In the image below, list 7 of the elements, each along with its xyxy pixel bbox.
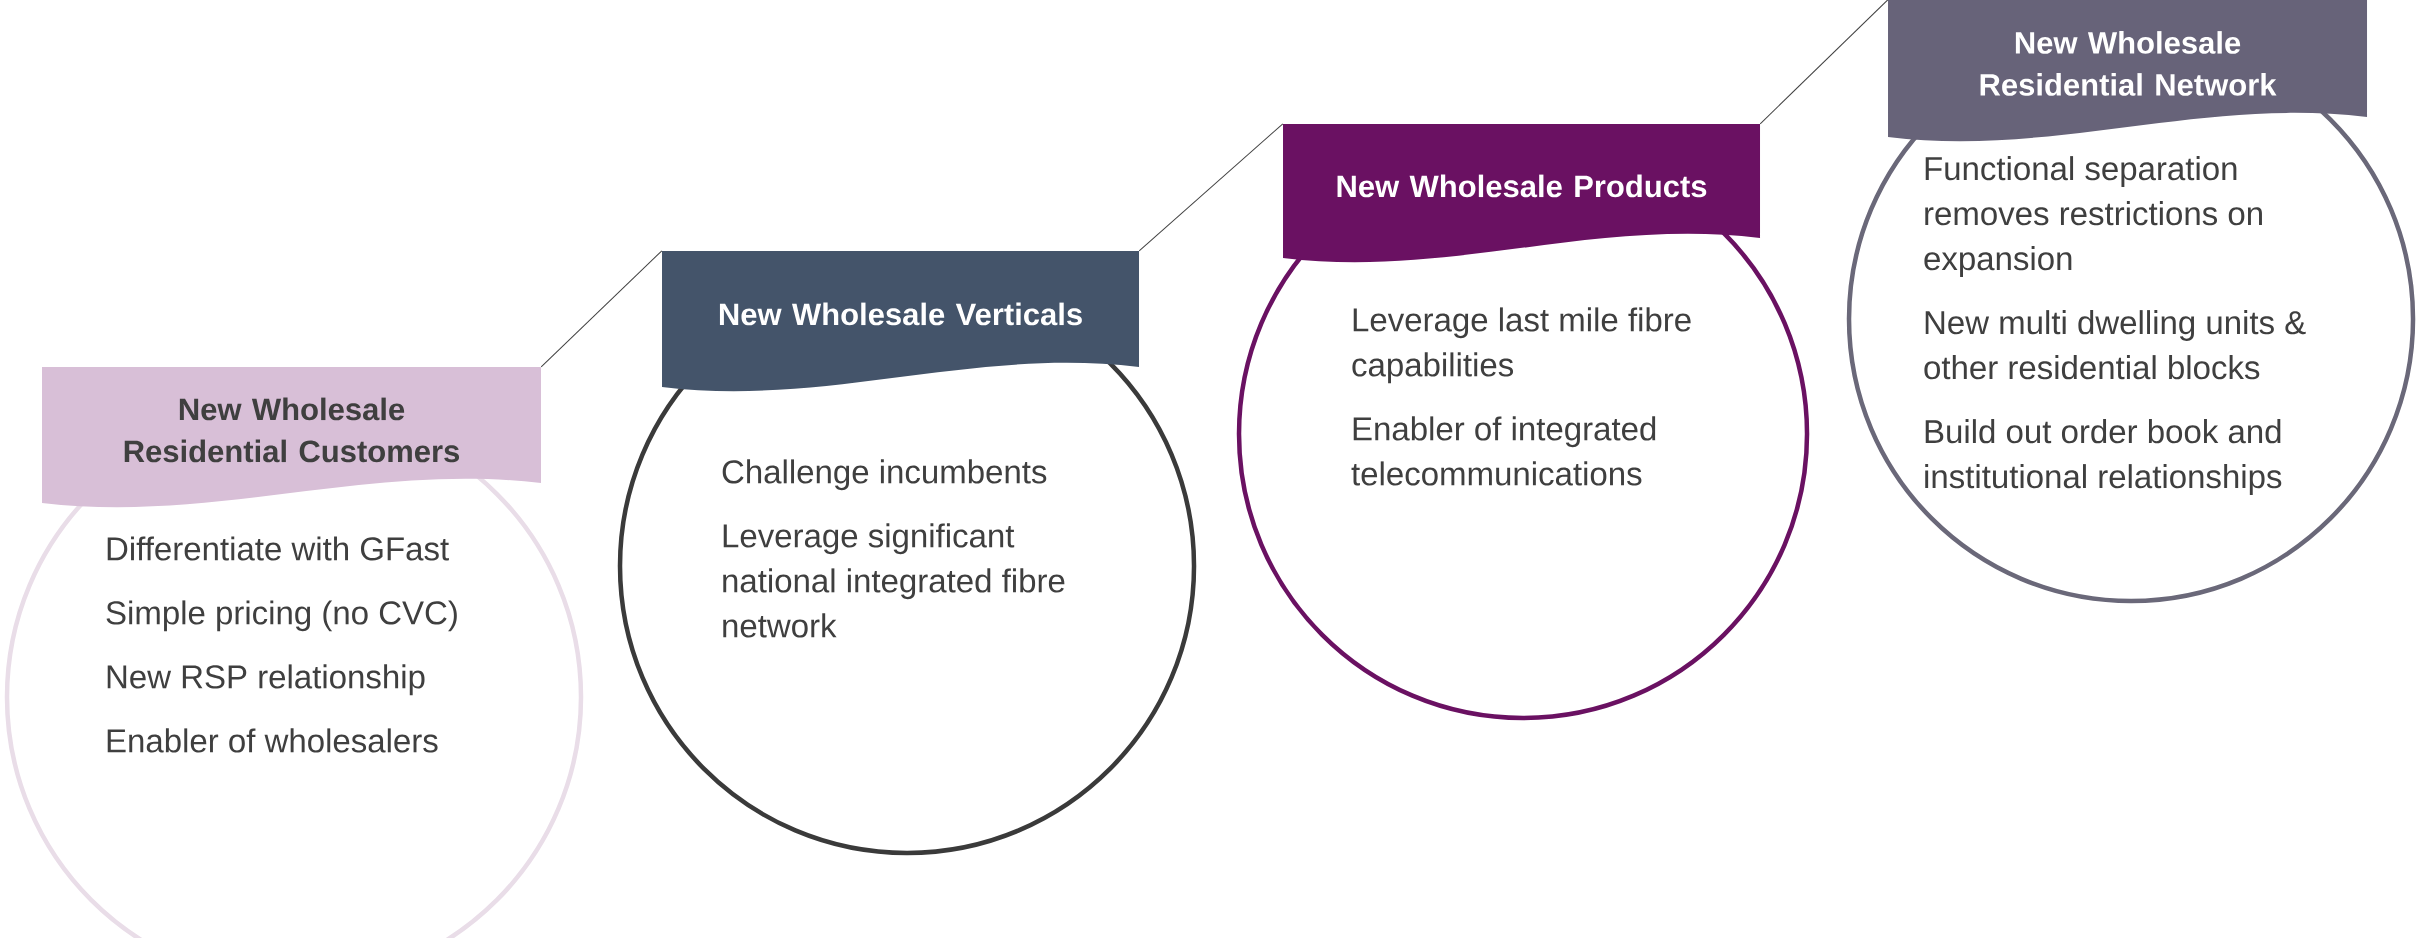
heading-banner: New Wholesale Residential Network <box>1888 0 2368 142</box>
heading-banner: New Wholesale Residential Customers <box>42 367 541 508</box>
heading-banner: New Wholesale Products <box>1283 124 1760 263</box>
connector-line <box>540 250 663 368</box>
heading-banner: New Wholesale Verticals <box>662 251 1139 392</box>
connector-line <box>1138 123 1284 252</box>
connector-line <box>1759 0 1889 125</box>
